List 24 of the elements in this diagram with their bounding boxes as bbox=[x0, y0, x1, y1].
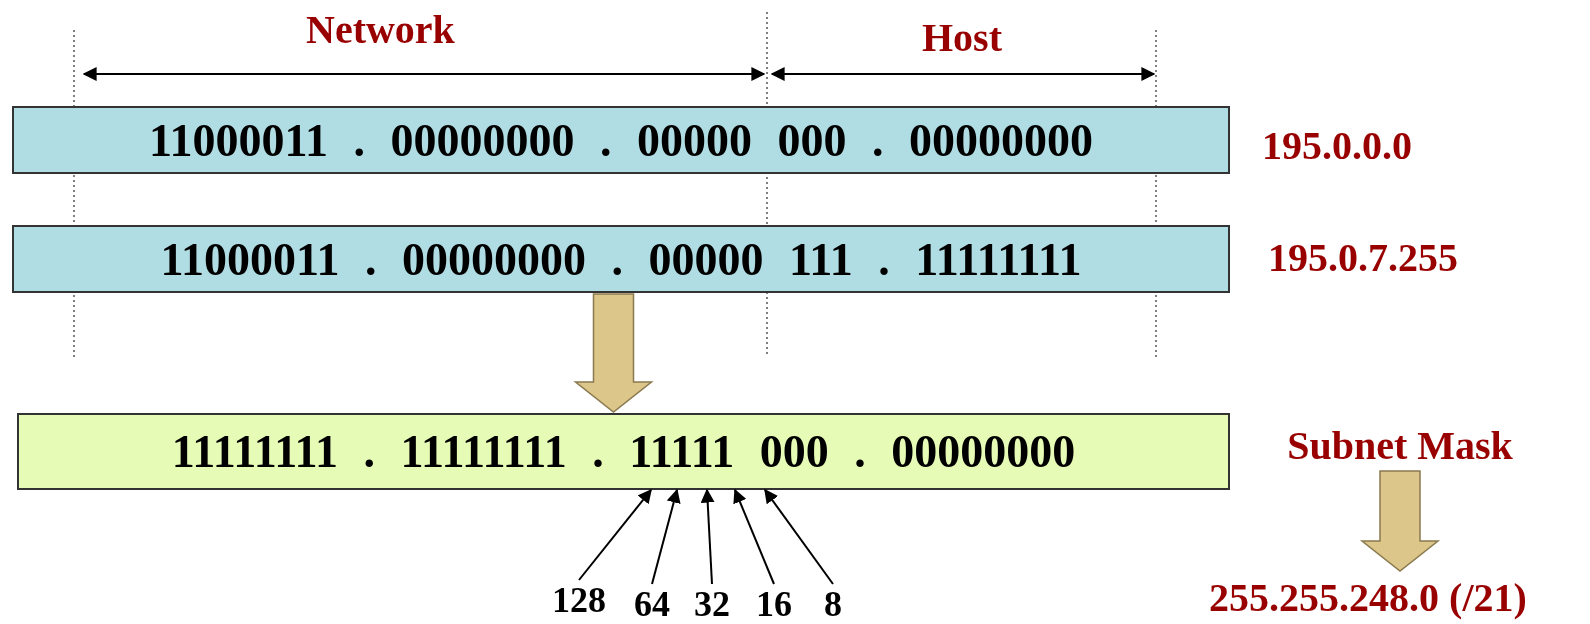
subnet-mask-bar bbox=[17, 413, 1230, 490]
leader-arrow bbox=[578, 488, 652, 581]
mask-result-text: 255.255.248.0 (/21) bbox=[1182, 572, 1554, 622]
binary-digits: 11000011 . 00000000 . 00000 111 . 11111111 bbox=[160, 232, 1082, 286]
bit-value: 32 bbox=[690, 584, 734, 624]
ip-address-text: 195.0.0.0 bbox=[1262, 122, 1412, 169]
block-arrow bbox=[1359, 470, 1441, 572]
binary-address-bar bbox=[12, 106, 1230, 174]
bit-value: 128 bbox=[548, 580, 610, 620]
binary-digits: 11000011 . 00000000 . 00000 000 . 00000000 bbox=[149, 113, 1093, 167]
binary-address-bar bbox=[12, 225, 1230, 293]
field-heading: Host bbox=[922, 14, 1002, 61]
leader-arrow bbox=[700, 488, 715, 585]
leader-arrow bbox=[733, 488, 775, 585]
leader-arrow bbox=[764, 488, 834, 585]
binary-digits: 11111111 . 11111111 . 11111 000 . 00000000 bbox=[171, 425, 1076, 478]
bit-value: 64 bbox=[630, 584, 674, 624]
ip-address-text: 195.0.7.255 bbox=[1268, 234, 1458, 281]
field-heading: Network bbox=[306, 6, 455, 53]
leader-arrow bbox=[651, 488, 681, 585]
block-arrow bbox=[573, 293, 654, 413]
bit-value: 8 bbox=[818, 584, 848, 624]
bit-value: 16 bbox=[752, 584, 796, 624]
subnet-mask-heading: Subnet Mask bbox=[1255, 420, 1545, 470]
